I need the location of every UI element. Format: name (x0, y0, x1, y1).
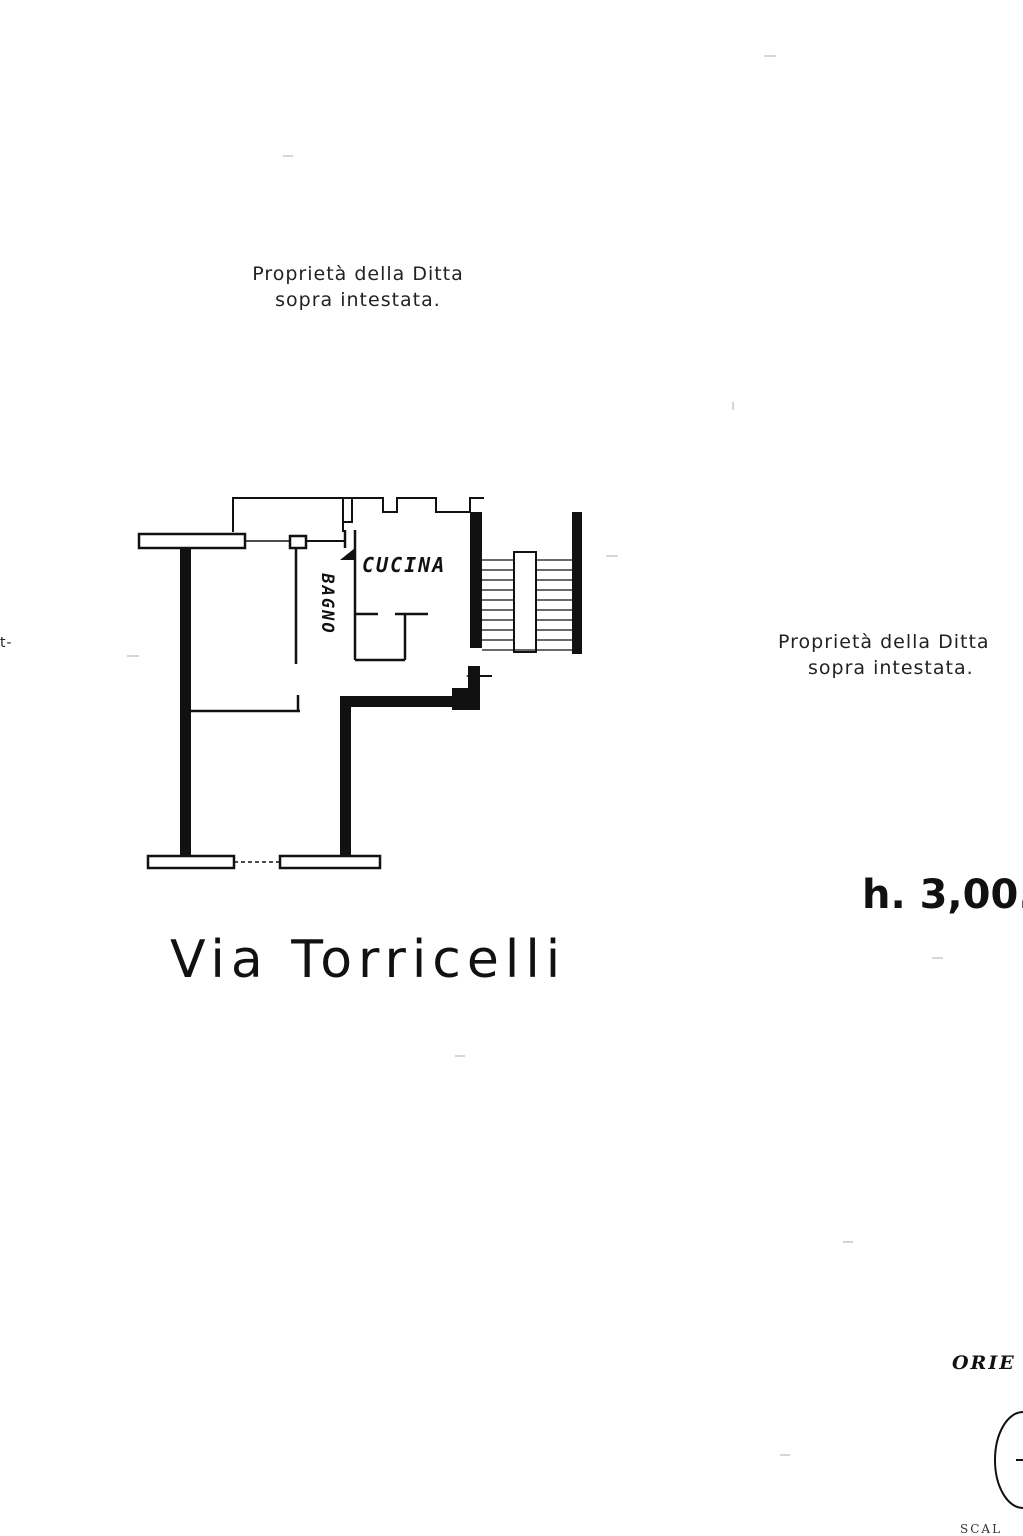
street-label: Via Torricelli (170, 930, 567, 990)
bottom-facade (146, 854, 382, 870)
top-facade (137, 532, 345, 550)
owner-label-top-line1: Proprietà della Ditta (252, 263, 464, 285)
ceiling-height-label: h. 3,00. (862, 872, 1023, 918)
outer-boundary (232, 497, 484, 532)
thick-walls (180, 512, 582, 856)
room-label-bathroom: BAGNO (317, 573, 337, 635)
room-label-kitchen: CUCINA (362, 553, 447, 577)
thin-walls (191, 530, 428, 713)
compass-icon (994, 1411, 1023, 1509)
orientation-label: ORIE (952, 1352, 1016, 1374)
owner-label-right-line1: Proprietà della Ditta (778, 631, 990, 653)
owner-label-right-line2: sopra intestata. (808, 656, 974, 679)
entrance-arrow-icon (466, 670, 492, 682)
owner-label-right: Proprietà della Ditta sopra intestata. (778, 630, 1023, 681)
owner-label-left-fragment: t- (0, 635, 13, 651)
staircase (482, 551, 580, 653)
door-marker (340, 548, 355, 560)
owner-label-top-line2: sopra intestata. (275, 288, 441, 311)
owner-label-top: Proprietà della Ditta sopra intestata. (208, 262, 508, 313)
scan-marks (127, 55, 943, 1456)
scale-label: SCAL (960, 1522, 1003, 1536)
